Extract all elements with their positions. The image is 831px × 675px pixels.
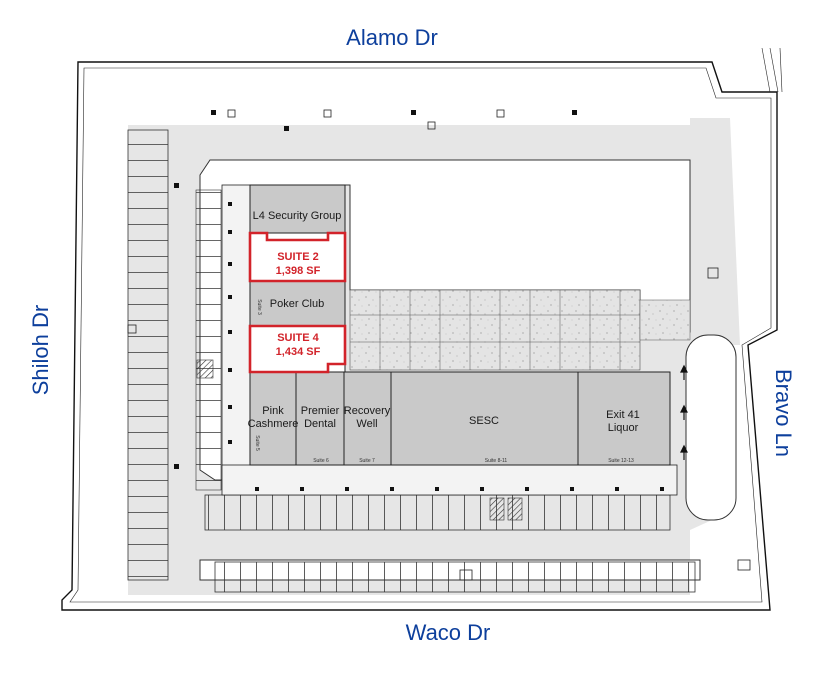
property-boundary — [61, 61, 778, 611]
building-west-stalls — [195, 189, 222, 491]
street-east: Bravo Ln — [771, 369, 796, 457]
suite-label-8-11: Suite 8-11 — [485, 458, 508, 464]
suite-label-7: Suite 7 — [359, 458, 375, 464]
suite-4-name: SUITE 4 — [277, 332, 319, 344]
suite-label-12-13: Suite 12-13 — [608, 458, 634, 464]
unit-exit-41 — [577, 371, 671, 466]
property-boundary-inner — [69, 67, 772, 603]
south-parking-stalls — [204, 494, 671, 531]
unit-poker-club — [249, 280, 346, 327]
west-parking-stalls — [127, 129, 169, 581]
tenant-recovery-2: Well — [356, 418, 377, 430]
suite-label-3: Suite 3 — [256, 299, 262, 315]
street-west: Shiloh Dr — [28, 305, 53, 395]
tenant-sesc: SESC — [469, 415, 499, 427]
unit-l4-security — [249, 184, 346, 234]
tenant-l4: L4 Security Group — [253, 210, 342, 222]
tenant-poker: Poker Club — [270, 298, 324, 310]
tenant-exit41-1: Exit 41 — [606, 409, 640, 421]
suite-2-highlight — [248, 231, 347, 283]
tenant-exit41-2: Liquor — [608, 422, 639, 434]
unit-sesc — [390, 371, 579, 466]
street-south: Waco Dr — [406, 620, 491, 645]
tenant-premier-1: Premier — [301, 405, 340, 417]
unit-premier-dental — [295, 371, 345, 466]
suite-4-size: 1,434 SF — [276, 346, 321, 358]
tenant-pink-2: Cashmere — [248, 418, 299, 430]
suite-2-size: 1,398 SF — [276, 265, 321, 277]
tenant-recovery-1: Recovery — [344, 405, 391, 417]
tenant-premier-2: Dental — [304, 418, 336, 430]
courtyard-patio — [349, 289, 641, 371]
east-drive-island — [685, 334, 737, 521]
light-poles — [174, 110, 577, 469]
unit-recovery-well — [343, 371, 392, 466]
suite-4-highlight — [248, 324, 347, 374]
unit-pink-cashmere — [249, 371, 297, 466]
suite-label-5: Suite 5 — [254, 435, 260, 451]
south-perimeter-stalls — [214, 561, 696, 593]
suite-2-name: SUITE 2 — [277, 251, 319, 263]
street-north: Alamo Dr — [346, 25, 438, 50]
suite-label-6: Suite 6 — [313, 458, 329, 464]
tenant-pink-1: Pink — [262, 405, 284, 417]
